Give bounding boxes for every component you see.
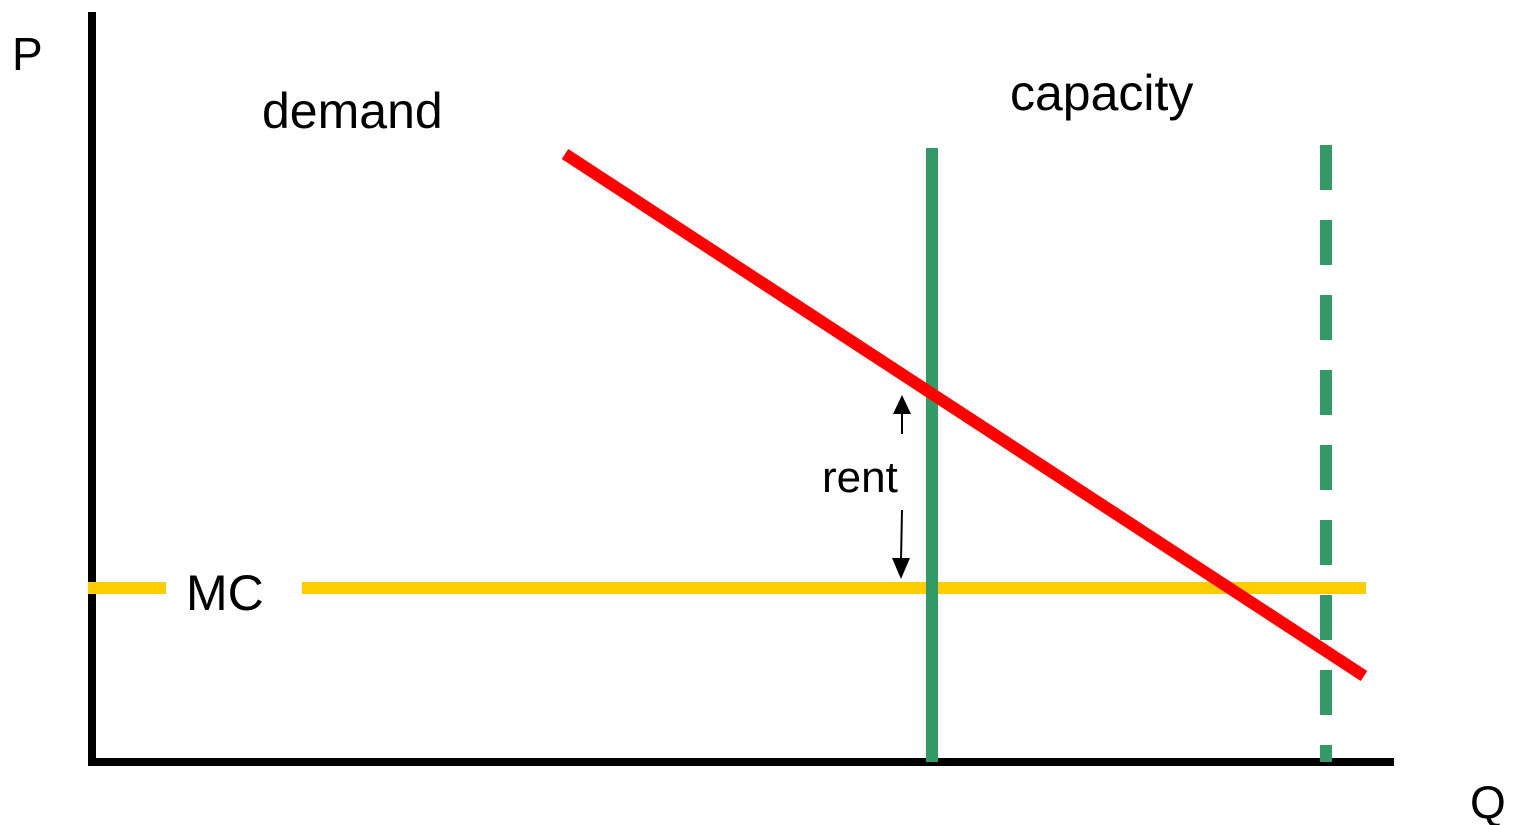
demand-label: demand	[262, 83, 443, 139]
rent-arrow-down-head	[892, 558, 910, 579]
y-axis-label: P	[12, 28, 43, 80]
mc-label: MC	[186, 565, 264, 621]
x-axis-label: Q	[1470, 776, 1506, 825]
rent-arrow-up-head	[893, 395, 911, 414]
rent-arrow-down-shaft	[900, 509, 903, 562]
capacity-label: capacity	[1010, 65, 1193, 121]
demand-curve	[561, 148, 1368, 682]
rent-label: rent	[822, 453, 898, 502]
